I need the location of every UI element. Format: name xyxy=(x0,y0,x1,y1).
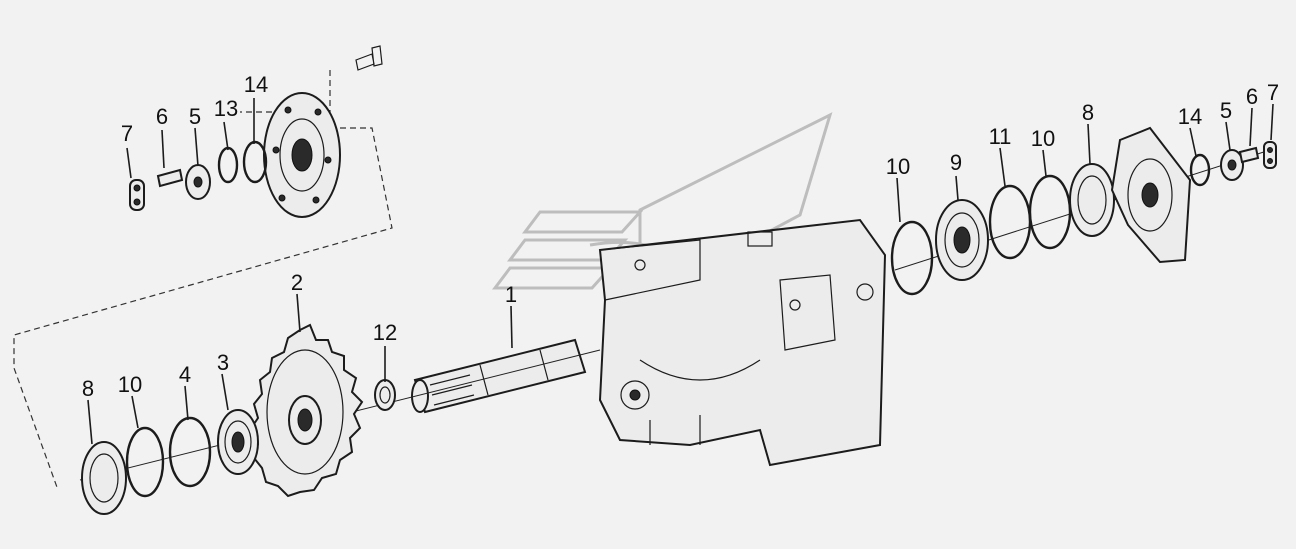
callout-5-right: 5 xyxy=(1220,98,1232,123)
callout-8-right: 8 xyxy=(1082,100,1094,125)
callout-10-right-a: 10 xyxy=(886,154,910,179)
ring-11 xyxy=(988,184,1032,260)
lock-plate-7 xyxy=(129,179,145,211)
callout-12: 12 xyxy=(373,320,397,345)
nut-5 xyxy=(185,164,211,200)
callout-labels: 7 6 5 13 14 2 1 12 8 10 4 3 10 9 11 10 8… xyxy=(82,72,1279,401)
callout-1: 1 xyxy=(505,282,517,307)
o-ring-13 xyxy=(217,146,239,184)
callout-5-upper-left: 5 xyxy=(189,104,201,129)
bolt-6-right xyxy=(1238,146,1260,164)
callout-9: 9 xyxy=(950,150,962,175)
gear-2 xyxy=(248,323,364,498)
ring-4 xyxy=(168,416,212,488)
snap-ring-10-right-a xyxy=(890,220,934,296)
bearing-cover-upper xyxy=(263,92,341,218)
callout-10-right-b: 10 xyxy=(1031,126,1055,151)
callout-7-right: 7 xyxy=(1267,80,1279,105)
bearing-9 xyxy=(935,199,989,281)
callout-13: 13 xyxy=(214,96,238,121)
bearing-3 xyxy=(217,409,259,475)
lock-plate-7-right xyxy=(1263,141,1277,169)
bolt-upper xyxy=(355,45,383,71)
nut-5-right xyxy=(1220,149,1244,181)
callout-10-left: 10 xyxy=(118,372,142,397)
main-shaft xyxy=(411,338,587,414)
callout-3: 3 xyxy=(217,350,229,375)
callout-8-left: 8 xyxy=(82,376,94,401)
callout-14-right: 14 xyxy=(1178,104,1202,129)
callout-11: 11 xyxy=(989,124,1012,149)
bushing-12 xyxy=(374,379,396,411)
callout-2: 2 xyxy=(291,270,303,295)
callout-14-upper-left: 14 xyxy=(244,72,268,97)
callout-6-right: 6 xyxy=(1246,84,1258,109)
bearing-cover-right xyxy=(1110,126,1192,264)
o-ring-14-right xyxy=(1189,153,1211,187)
bolt-6 xyxy=(156,168,184,188)
leader-lines xyxy=(87,98,1274,445)
callout-6-upper-left: 6 xyxy=(156,104,168,129)
snap-ring-10-right-b xyxy=(1028,174,1072,250)
seal-8-right xyxy=(1069,163,1115,237)
o-ring-14 xyxy=(242,140,268,184)
seal-8-left xyxy=(81,441,127,515)
transmission-housing xyxy=(598,218,887,467)
snap-ring-10-left xyxy=(125,426,165,498)
callout-4: 4 xyxy=(179,362,191,387)
callout-7-upper-left: 7 xyxy=(121,121,133,146)
